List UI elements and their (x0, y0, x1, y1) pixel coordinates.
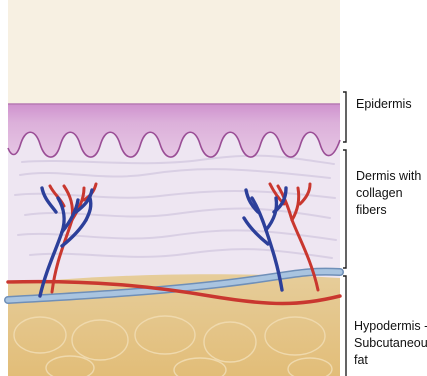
dermis-label-line-3: fibers (356, 202, 426, 219)
epidermis-label: Epidermis (356, 96, 412, 113)
epidermis-label-text: Epidermis (356, 96, 412, 113)
hypodermis-label-line-3: fat (354, 352, 427, 369)
dermis-label: Dermis with collagen fibers (356, 168, 426, 219)
hypodermis-label: Hypodermis - Subcutaneou fat (354, 318, 427, 369)
hypodermis-label-line-2: Subcutaneou (354, 335, 427, 352)
dermis-label-line-1: Dermis with (356, 168, 426, 185)
dermis-bracket (343, 150, 346, 268)
skin-surface-area (8, 0, 340, 104)
hypodermis-bracket (343, 276, 346, 376)
epidermis-layer (8, 104, 340, 157)
dermis-label-line-2: collagen (356, 185, 426, 202)
epidermis-bracket (343, 92, 346, 142)
layer-brackets (343, 92, 346, 376)
hypodermis-label-line-1: Hypodermis - (354, 318, 427, 335)
